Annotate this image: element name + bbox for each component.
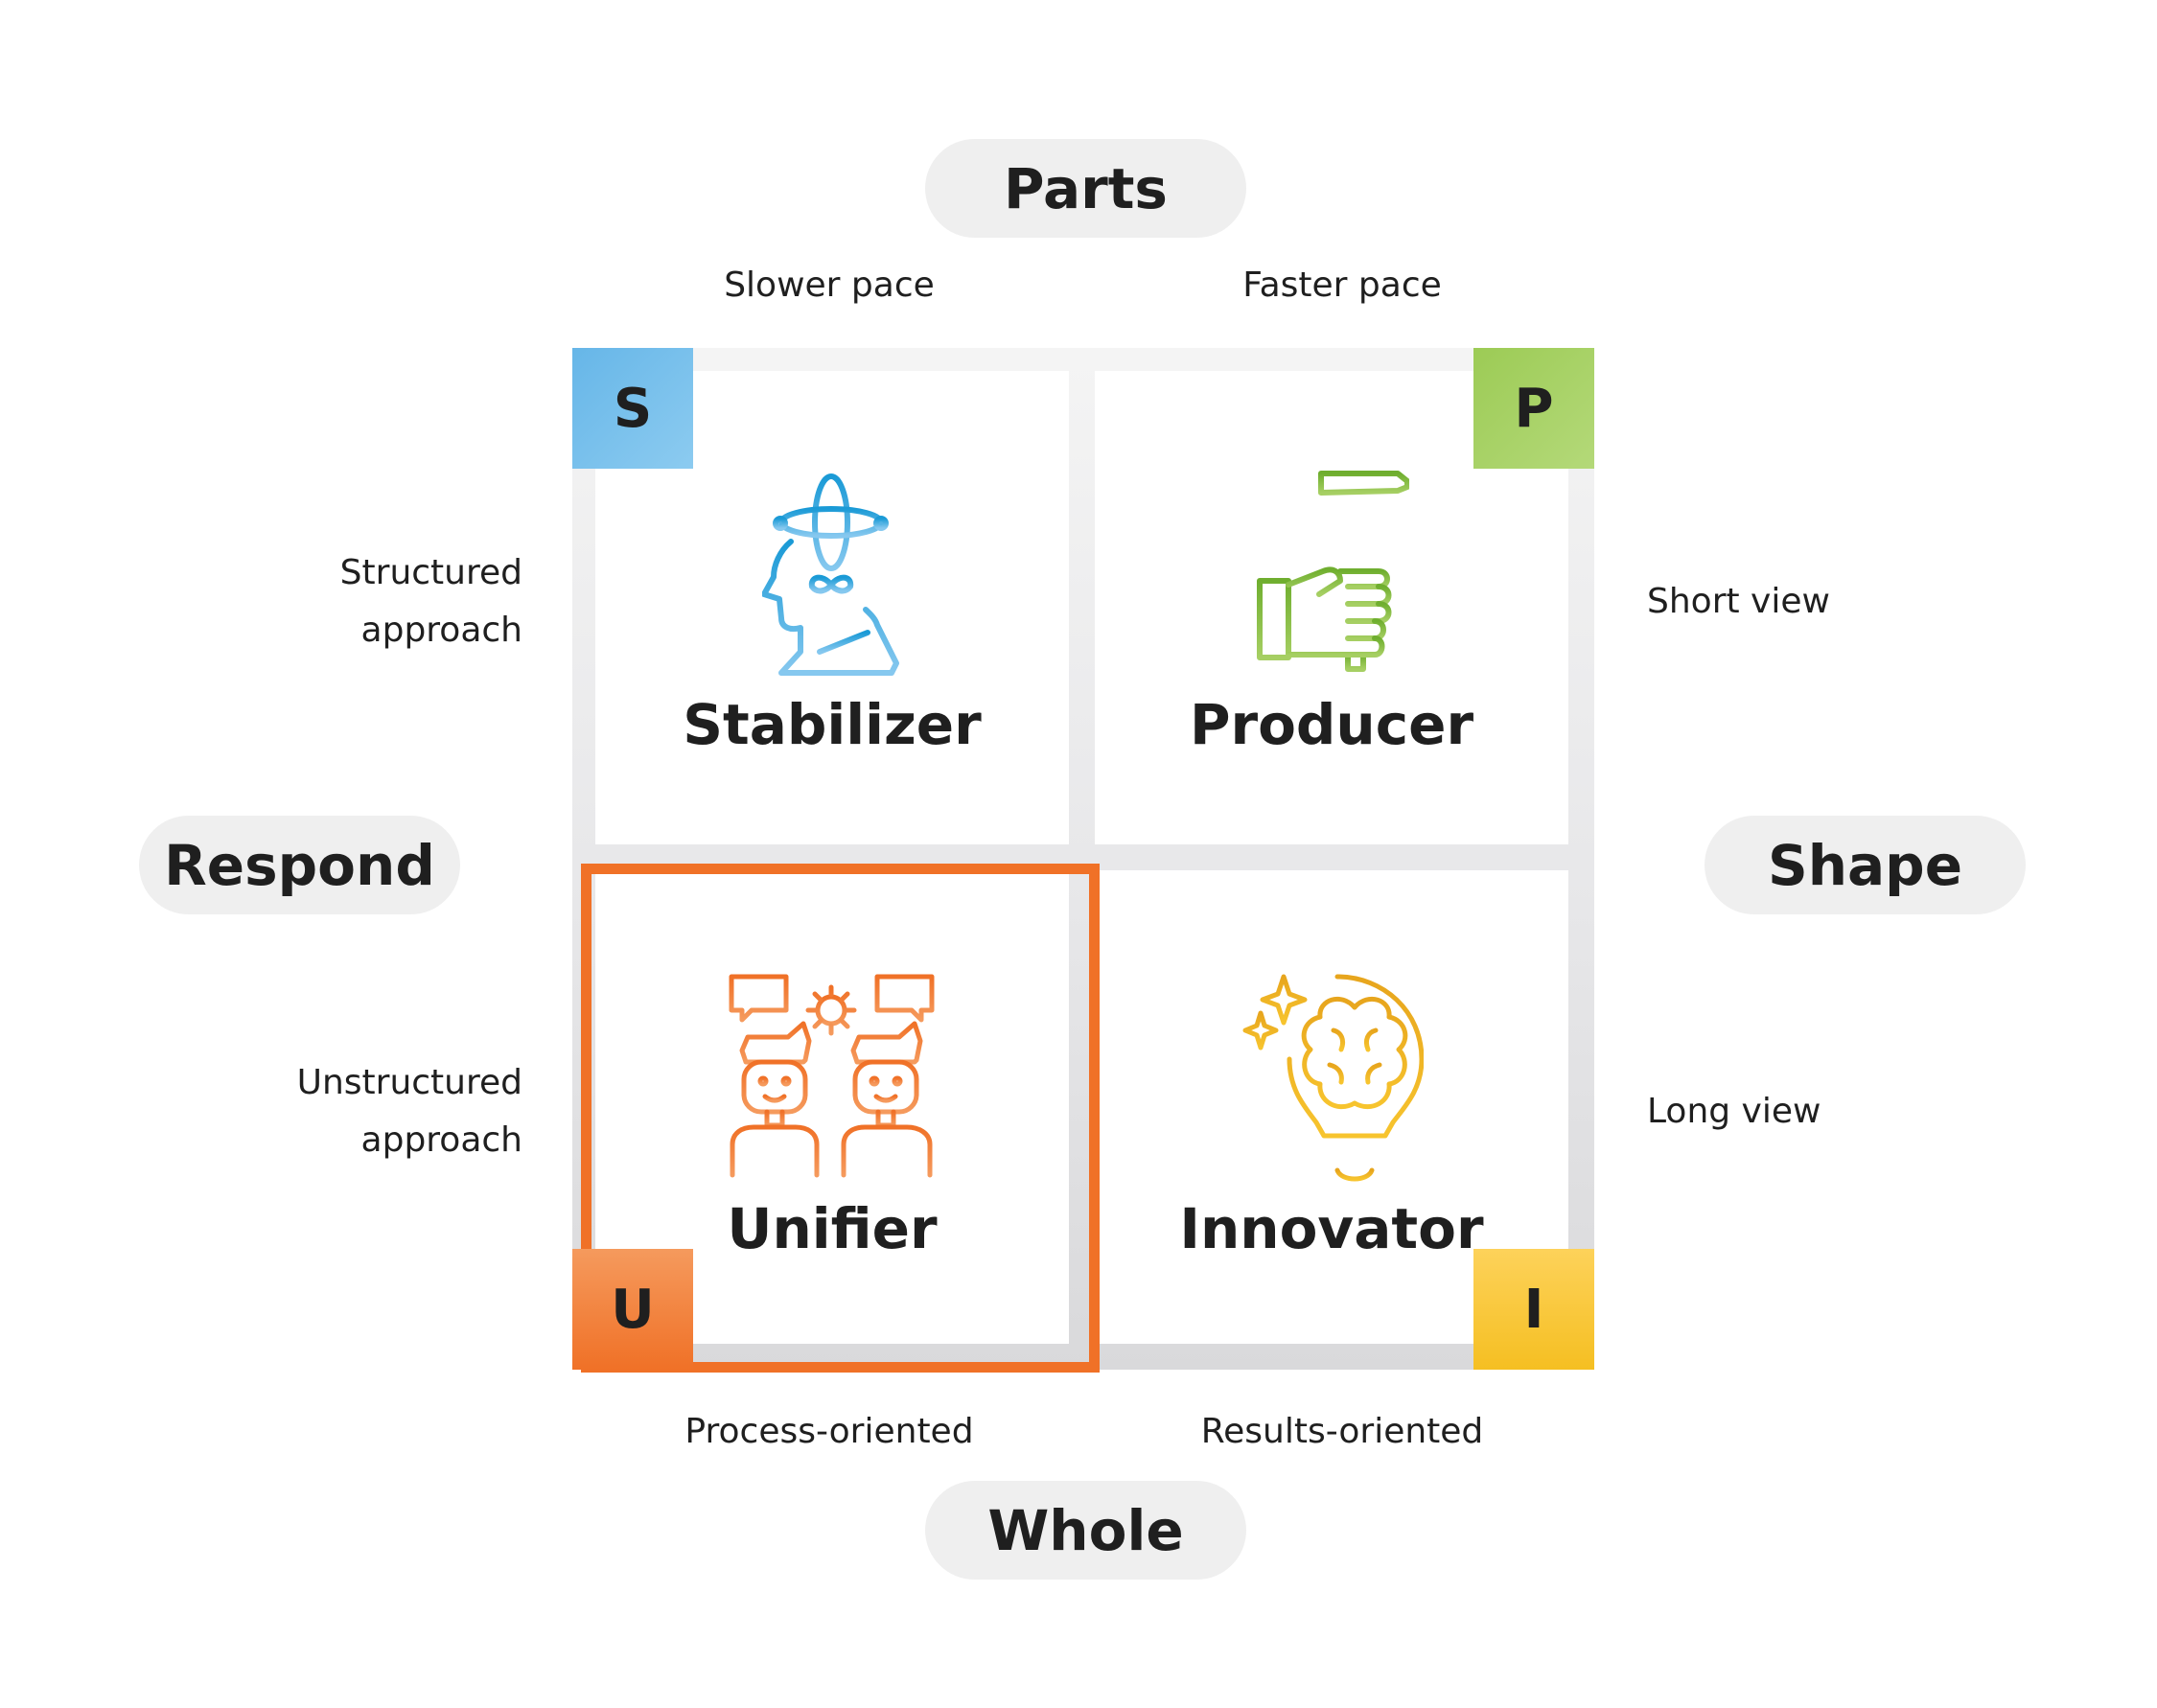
label-unstructured-approach: Unstructured approach	[230, 1054, 522, 1169]
unifier-highlight-border	[581, 864, 1100, 1373]
badge-p: P	[1473, 348, 1594, 469]
label-short-view: Short view	[1647, 582, 1830, 621]
axis-right-label: Shape	[1767, 832, 1963, 898]
label-faster-pace: Faster pace	[1242, 265, 1442, 305]
label-slower-pace: Slower pace	[724, 265, 935, 305]
badge-s-letter: S	[613, 377, 653, 440]
brain-lightbulb-icon	[1242, 974, 1424, 1182]
title-stabilizer: Stabilizer	[683, 692, 982, 757]
team-collaboration-icon	[729, 974, 935, 1178]
badge-u: U	[572, 1249, 693, 1370]
label-results-oriented: Results-oriented	[1200, 1412, 1484, 1451]
axis-bottom-pill: Whole	[925, 1481, 1246, 1580]
axis-right-pill: Shape	[1705, 816, 2026, 914]
label-structured-line1: Structured	[339, 553, 522, 592]
badge-u-letter: U	[611, 1278, 655, 1341]
title-innovator: Innovator	[1179, 1196, 1484, 1261]
label-structured-line2: approach	[360, 611, 522, 650]
hand-holding-hammer-icon	[1257, 471, 1409, 672]
axis-left-label: Respond	[164, 832, 435, 898]
label-unstructured-line2: approach	[360, 1120, 522, 1160]
label-process-oriented: Process-oriented	[684, 1412, 974, 1451]
axis-left-pill: Respond	[139, 816, 460, 914]
label-structured-approach: Structured approach	[230, 544, 522, 659]
title-producer: Producer	[1189, 692, 1474, 757]
axis-bottom-label: Whole	[987, 1497, 1184, 1563]
badge-p-letter: P	[1514, 377, 1554, 440]
badge-s: S	[572, 348, 693, 469]
badge-i: I	[1473, 1249, 1594, 1370]
title-unifier: Unifier	[727, 1196, 938, 1261]
badge-i-letter: I	[1523, 1278, 1544, 1341]
label-long-view: Long view	[1647, 1092, 1821, 1131]
label-unstructured-line1: Unstructured	[296, 1063, 522, 1102]
head-with-atom-icon	[762, 473, 899, 676]
axis-top-pill: Parts	[925, 139, 1246, 238]
axis-top-label: Parts	[1004, 155, 1168, 221]
